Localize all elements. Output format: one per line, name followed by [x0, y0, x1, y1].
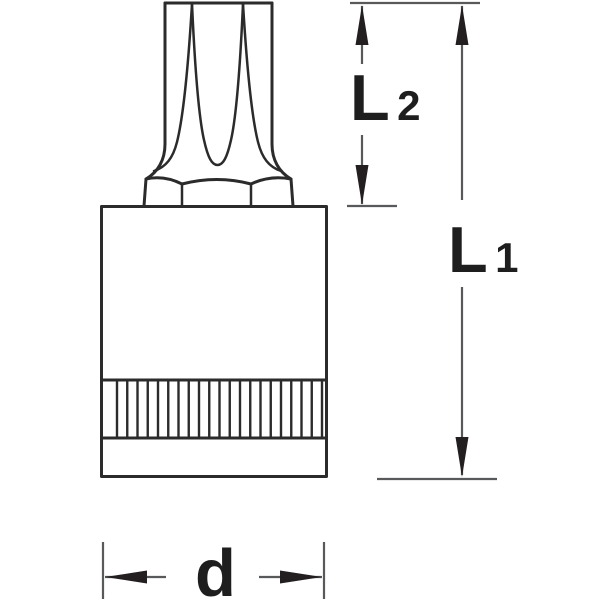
hex-collar	[142, 176, 295, 208]
dim-l2-arrow-down	[355, 165, 369, 205]
hex-collar-outline	[142, 176, 295, 208]
dim-d-arrow-right	[280, 570, 322, 584]
bit-tip	[144, 1, 293, 181]
dim-d-label: d	[195, 536, 236, 600]
socket-body	[100, 205, 328, 478]
dim-l1-label: L 1	[448, 213, 519, 286]
dimension-l1: L 1	[377, 5, 519, 481]
dim-l2-label-sub: 2	[397, 82, 420, 129]
bit-flute-right-outer	[241, 2, 283, 173]
bit-flute-center-profile	[190, 2, 245, 167]
dim-l2-label-main: L	[350, 61, 390, 134]
dim-l1-label-sub: 1	[495, 234, 518, 281]
dimension-l2: L 2	[347, 1, 480, 208]
dimension-d: d	[101, 536, 326, 600]
bit-shank-right-edge	[270, 1, 293, 181]
dim-l1-arrow-up	[455, 5, 469, 45]
bit-flute-left-outer	[152, 2, 194, 173]
dim-l1-arrow-down	[455, 437, 469, 477]
socket-body-outline	[100, 205, 328, 478]
knurl-lines	[115, 381, 324, 437]
bit-shank-left-edge	[144, 1, 167, 181]
dim-d-arrow-left	[105, 570, 147, 584]
knurl-band	[100, 378, 328, 440]
dim-l2-label: L 2	[350, 61, 421, 134]
dim-l2-arrow-up	[355, 5, 369, 45]
dim-l1-label-main: L	[448, 213, 488, 286]
